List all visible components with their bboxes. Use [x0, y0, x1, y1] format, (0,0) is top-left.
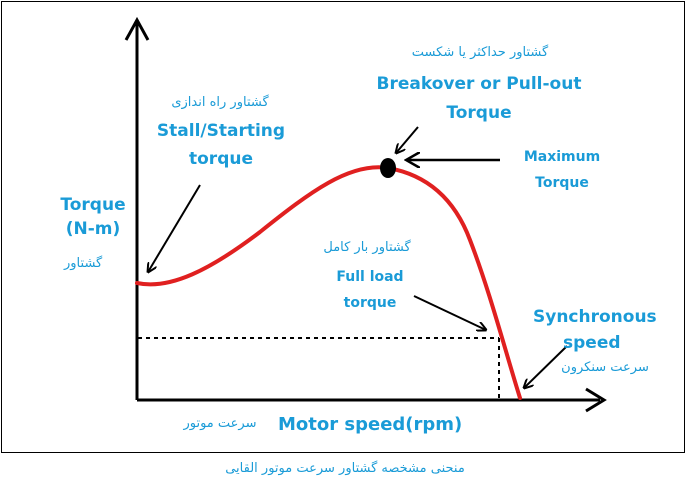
synchronous-speed-label-fa: سرعت سنکرون [561, 360, 649, 375]
figure-caption: منحنی مشخصه گشتاور سرعت موتور القایی [225, 461, 465, 476]
figure-frame [1, 1, 685, 453]
synchronous-speed-label: Synchronous speed [533, 304, 657, 356]
synchronous-speed-arrow [524, 345, 568, 388]
stall-torque-label: Stall/Starting torque [146, 117, 296, 173]
x-axis-label-en: Motor speed(rpm) [278, 414, 463, 435]
y-axis-arrowhead [124, 16, 150, 41]
maximum-torque-label: Maximum Torque [507, 144, 617, 196]
stall-torque-arrow [148, 184, 201, 272]
y-axis-label-en-1: Torque [60, 195, 126, 215]
stall-torque-label-en-1: Stall/Starting [156, 121, 286, 141]
y-axis-label-en-2: (N-m) [65, 219, 121, 239]
full-load-arrow [413, 295, 486, 330]
synchronous-speed-label-en-1: Synchronous [533, 307, 657, 327]
y-axis-title: Torque (N-m) [56, 193, 130, 241]
breakover-label-en-1: Breakover or Pull-out [376, 74, 582, 94]
breakover-label: Breakover or Pull-out Torque [366, 70, 592, 128]
breakover-point-marker [380, 158, 396, 178]
y-axis-label-fa: گشتاور [64, 256, 103, 271]
breakover-arrow [396, 126, 419, 153]
maximum-torque-label-2: Torque [535, 175, 589, 191]
full-load-label-en-1: Full load [336, 269, 404, 285]
full-load-label-fa: گشتاور بار کامل [323, 240, 411, 255]
breakover-label-fa: گشتاور حداکثر یا شکست [411, 45, 549, 60]
stall-torque-label-fa: گشتاور راه اندازی [171, 95, 269, 110]
stall-torque-label-en-2: torque [189, 149, 253, 169]
full-load-label-en-2: torque [343, 295, 397, 311]
full-load-label: Full load torque [320, 264, 420, 316]
x-axis-arrowhead [585, 387, 607, 413]
synchronous-speed-label-en-2: speed [563, 333, 621, 353]
x-axis-label-fa: سرعت موتور [183, 416, 257, 431]
maximum-torque-label-1: Maximum [523, 149, 601, 165]
breakover-label-en-2: Torque [446, 103, 512, 123]
